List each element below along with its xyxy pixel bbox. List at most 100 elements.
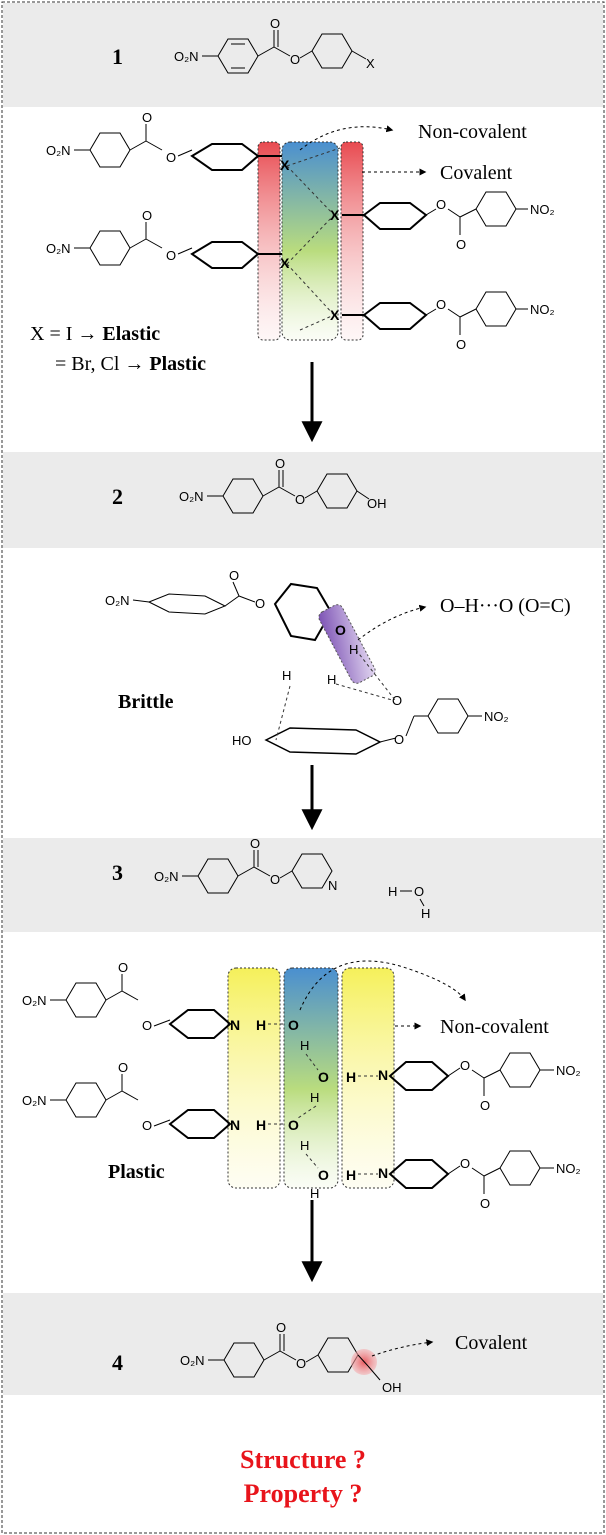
water-molecule: H O H xyxy=(388,884,430,921)
svg-text:O: O xyxy=(318,1069,329,1085)
atom-h-hydroxyl: H xyxy=(349,642,358,657)
svg-text:H: H xyxy=(300,1038,309,1053)
hbond-arrow xyxy=(357,604,427,641)
label-hbond: O–H···O (O=C) xyxy=(440,595,571,617)
atom-o-carbonyl: O xyxy=(392,693,402,708)
svg-text:O₂N: O₂N xyxy=(180,1353,205,1368)
svg-text:O: O xyxy=(166,248,176,263)
pyridine-band-left xyxy=(227,967,281,1189)
svg-text:H: H xyxy=(300,1138,309,1153)
svg-text:O₂N: O₂N xyxy=(46,241,71,256)
svg-text:O: O xyxy=(118,1060,128,1075)
svg-text:HO: HO xyxy=(232,733,252,748)
svg-text:O: O xyxy=(142,1018,152,1033)
svg-text:X: X xyxy=(280,157,290,173)
svg-text:X: X xyxy=(280,255,290,271)
svg-text:O: O xyxy=(288,1117,299,1133)
molecule-2a: O₂N O O xyxy=(105,568,333,642)
noncovalent-arrow-3 xyxy=(299,960,466,1011)
molecule-3c: N O O NO₂ xyxy=(378,1052,581,1113)
svg-text:O₂N: O₂N xyxy=(174,49,199,64)
molecule-1d: X O O NO₂ xyxy=(330,291,555,352)
halogen-bond-lines xyxy=(286,147,341,331)
hbond-lines-2 xyxy=(275,649,396,741)
molecule-4: O₂N O O OH xyxy=(180,1320,402,1395)
svg-text:O: O xyxy=(480,1196,490,1211)
label-x-elastic: X = I → Elastic xyxy=(30,323,160,345)
svg-text:O₂N: O₂N xyxy=(46,143,71,158)
svg-text:O: O xyxy=(250,836,260,851)
covalent-band-left xyxy=(257,141,281,341)
water-chain: O H O H H O H O H H xyxy=(288,1017,356,1201)
hbond-lines-3 xyxy=(268,1023,378,1175)
svg-text:O: O xyxy=(460,1156,470,1171)
svg-text:H: H xyxy=(256,1117,266,1133)
label-plastic: Plastic xyxy=(108,1161,165,1183)
svg-text:OH: OH xyxy=(382,1380,402,1395)
svg-text:O₂N: O₂N xyxy=(179,489,204,504)
svg-text:O: O xyxy=(118,960,128,975)
svg-text:O: O xyxy=(276,1320,286,1335)
svg-text:H: H xyxy=(346,1167,356,1183)
svg-text:O: O xyxy=(142,208,152,223)
molecule-3d: N O O NO₂ xyxy=(378,1150,581,1211)
label-brittle: Brittle xyxy=(118,691,174,713)
svg-text:H: H xyxy=(310,1090,319,1105)
pyridine-band-right xyxy=(341,967,395,1189)
svg-text:O: O xyxy=(270,16,280,31)
panel-1-number: 1 xyxy=(112,44,123,69)
svg-text:O: O xyxy=(270,872,280,887)
label-non-covalent: Non-covalent xyxy=(418,121,527,143)
svg-text:NO₂: NO₂ xyxy=(556,1161,581,1176)
svg-text:O: O xyxy=(166,150,176,165)
svg-text:X: X xyxy=(366,56,375,71)
svg-text:X: X xyxy=(330,307,340,323)
svg-text:O: O xyxy=(142,110,152,125)
svg-text:N: N xyxy=(378,1067,388,1083)
svg-text:O: O xyxy=(456,237,466,252)
svg-text:H: H xyxy=(421,906,430,921)
panel-2-number: 2 xyxy=(112,484,123,509)
atom-o-hydroxyl: O xyxy=(335,622,346,638)
svg-text:H: H xyxy=(310,1186,319,1201)
svg-text:N: N xyxy=(230,1117,240,1133)
covalent-band-right xyxy=(340,141,364,341)
svg-text:O: O xyxy=(290,52,300,67)
svg-text:H: H xyxy=(346,1069,356,1085)
svg-text:O: O xyxy=(460,1058,470,1073)
question-property: Property ? xyxy=(244,1479,363,1508)
svg-text:O₂N: O₂N xyxy=(105,593,130,608)
panel-4-number: 4 xyxy=(112,1350,123,1375)
water-band xyxy=(283,967,339,1189)
svg-text:O: O xyxy=(255,596,265,611)
hbond-highlight xyxy=(318,604,376,684)
svg-text:H: H xyxy=(388,884,397,899)
molecule-3a: O₂N O O N H xyxy=(22,960,266,1039)
noncovalent-band xyxy=(281,141,339,341)
svg-text:NO₂: NO₂ xyxy=(556,1063,581,1078)
svg-text:O: O xyxy=(288,1017,299,1033)
svg-text:NO₂: NO₂ xyxy=(484,709,509,724)
svg-text:O: O xyxy=(456,337,466,352)
label-covalent: Covalent xyxy=(440,162,513,184)
molecule-1a: O₂N O O X xyxy=(46,110,290,173)
panel-3-header xyxy=(3,838,603,932)
panel-1-header xyxy=(3,3,603,107)
svg-text:O: O xyxy=(436,197,446,212)
covalent-arrow-4 xyxy=(371,1339,434,1357)
svg-text:O: O xyxy=(414,884,424,899)
molecule-2b: HO O NO₂ xyxy=(232,698,509,755)
svg-text:O: O xyxy=(480,1098,490,1113)
molecule-3-header: O₂N O O N xyxy=(154,836,337,894)
label-x-plastic: = Br, Cl → Plastic xyxy=(55,353,206,375)
question-structure: Structure ? xyxy=(240,1445,366,1474)
svg-text:O: O xyxy=(394,732,404,747)
svg-text:O: O xyxy=(142,1118,152,1133)
svg-text:NO₂: NO₂ xyxy=(530,302,555,317)
svg-text:O₂N: O₂N xyxy=(22,993,47,1008)
molecule-1b: O₂N O O X xyxy=(46,208,290,271)
molecule-1c: X O O NO₂ xyxy=(330,191,555,252)
svg-text:O: O xyxy=(295,492,305,507)
label-non-covalent-3: Non-covalent xyxy=(440,1016,549,1038)
